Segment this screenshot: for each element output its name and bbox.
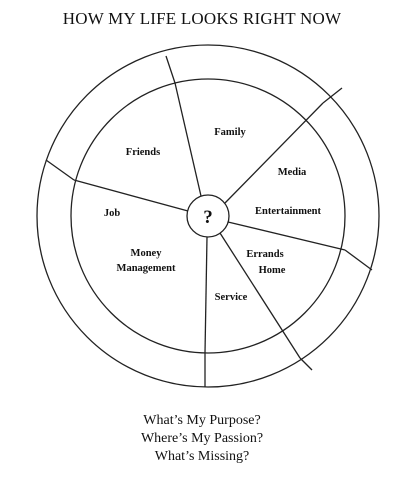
spoke-entertainment-errands: [227, 221, 346, 251]
diagram-title: HOW MY LIFE LOOKS RIGHT NOW: [62, 9, 342, 28]
question-purpose: What’s My Purpose?: [143, 413, 261, 428]
ring-divider-bottom-right: [299, 357, 313, 371]
ring-divider-left: [45, 159, 75, 181]
segment-money-line1: Money: [131, 248, 163, 259]
segment-money-line2: Management: [117, 263, 176, 274]
ring-divider-right: [344, 249, 373, 271]
segment-entertainment: Entertainment: [255, 206, 321, 217]
question-passion: Where’s My Passion?: [140, 431, 264, 446]
center-hub: [186, 194, 230, 238]
segment-errands-line2: Home: [259, 265, 286, 276]
questions-block: What’s My Purpose? Where’s My Passion? W…: [0, 412, 404, 466]
segment-family: Family: [214, 127, 246, 138]
question-missing: What’s Missing?: [154, 449, 250, 464]
ring-divider-top: [165, 55, 176, 84]
spoke-errands-service: [219, 232, 301, 359]
outer-circle: [36, 44, 380, 388]
segment-service: Service: [215, 292, 248, 303]
segment-job: Job: [104, 208, 121, 219]
spoke-family-friends: [174, 82, 202, 197]
segment-friends: Friends: [126, 147, 160, 158]
ring-divider-top-right: [322, 87, 343, 104]
inner-circle: [70, 78, 346, 354]
center-question-mark: ?: [203, 207, 213, 228]
spoke-friends-job: [73, 179, 189, 212]
spoke-money-service: [204, 236, 208, 354]
spoke-family-media: [224, 102, 324, 204]
segment-errands-line1: Errands: [246, 249, 283, 260]
segment-media: Media: [278, 167, 307, 178]
